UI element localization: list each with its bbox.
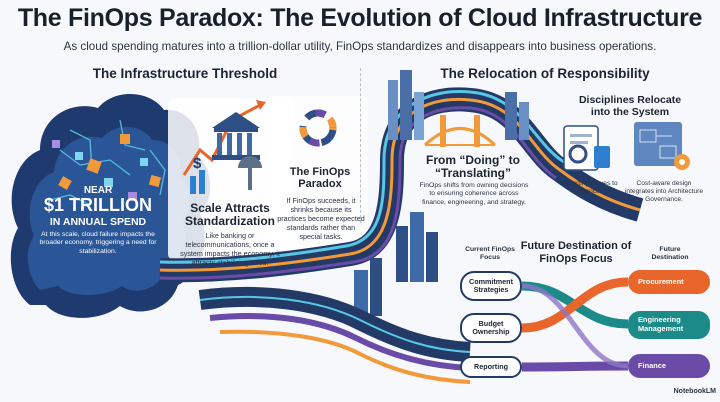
bridge-illustration	[423, 115, 497, 147]
paradox-card	[266, 96, 368, 250]
paradox-description: If FinOps succeeds, it shrinks because i…	[277, 196, 365, 241]
architecture-blueprint-icon	[634, 122, 690, 170]
future-destination-heading: Future Destination	[651, 246, 689, 262]
finance-report-icon	[563, 125, 610, 171]
svg-text:$: $	[193, 155, 202, 172]
current-focus-reporting: Reporting	[460, 356, 522, 378]
spend-annual-label: IN ANNUAL SPEND	[49, 216, 147, 228]
architecture-caption: Cost-aware design integrates into Archit…	[624, 180, 704, 204]
section-divider	[360, 68, 361, 223]
section-heading-infrastructure-threshold: The Infrastructure Threshold	[92, 66, 278, 81]
finance-caption: Reporting moves to Finance.	[560, 180, 618, 196]
doing-to-translating-description: FinOps shifts from owning decisions to e…	[419, 182, 529, 206]
bank-chart-icon: $	[182, 100, 266, 194]
doing-to-translating-title: From “Doing” to “Translating”	[426, 153, 520, 180]
cloud-brain-illustration	[10, 93, 211, 318]
current-focus-heading: Current FinOps Focus	[465, 246, 515, 262]
current-focus-commitment-strategies: Commitment Strategies	[460, 271, 522, 301]
section-heading-relocation-of-responsibility: The Relocation of Responsibility	[440, 66, 650, 81]
spend-amount: $1 TRILLION	[43, 195, 152, 215]
spend-description: At this scale, cloud failure impacts the…	[39, 231, 157, 255]
destination-procurement: Procurement	[628, 270, 710, 294]
future-destination-title: Future Destination of FinOps Focus	[520, 240, 632, 265]
scale-card	[168, 98, 294, 260]
future-flow-ribbons	[521, 277, 629, 372]
page-subtitle: As cloud spending matures into a trillio…	[63, 40, 657, 53]
destination-engineering-management: Engineering Management	[628, 311, 710, 339]
current-focus-budget-ownership: Budget Ownership	[460, 313, 522, 343]
paradox-title: The FinOps Paradox	[289, 166, 351, 191]
destination-finance: Finance	[628, 354, 710, 378]
scale-title: Scale Attracts Standardization	[184, 201, 275, 229]
city-skyline	[354, 70, 529, 316]
spend-near-label: NEAR	[83, 185, 113, 196]
notebooklm-credit: NotebookLM	[673, 388, 716, 395]
cycle-arrows-icon	[299, 109, 337, 147]
page-title: The FinOps Paradox: The Evolution of Clo…	[17, 4, 703, 32]
disciplines-title: Disciplines Relocate into the System	[578, 94, 682, 119]
lower-road	[198, 286, 471, 384]
scale-description: Like banking or telecommunications, once…	[180, 231, 280, 267]
